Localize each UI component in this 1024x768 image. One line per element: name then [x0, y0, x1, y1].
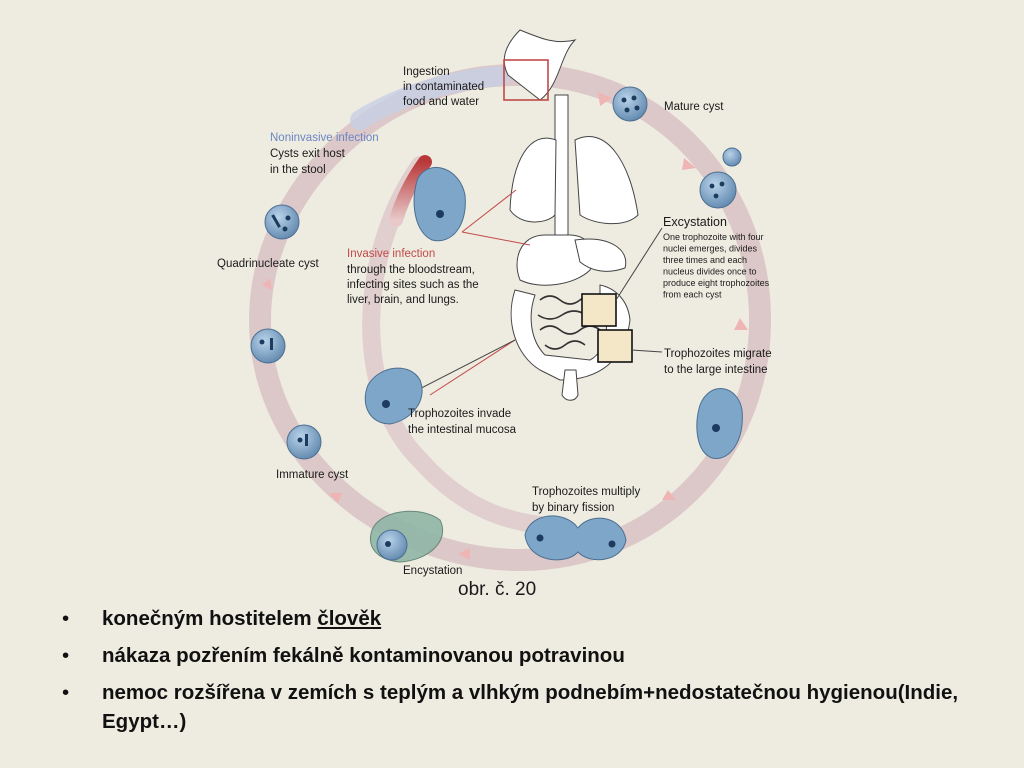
- figure-caption: obr. č. 20: [458, 579, 537, 600]
- ring-arrows: [262, 92, 748, 560]
- bullet-3-text: nemoc rozšířena v zemích s teplým a vlhk…: [102, 681, 959, 733]
- bullet-1-prefix: konečným hostitelem: [102, 607, 318, 630]
- arrow-marker: [262, 278, 272, 290]
- arrow-marker: [682, 158, 696, 170]
- immature-cyst-label: Immature cyst: [276, 469, 349, 481]
- quadrinucleate-cyst-label: Quadrinucleate cyst: [217, 258, 319, 270]
- cyst-icon: [250, 328, 286, 364]
- bullet-item: nemoc rozšířena v zemích s teplým a vlhk…: [60, 678, 1000, 736]
- bullet-2-text: nákaza pozřením fekálně kontaminovanou p…: [102, 644, 625, 667]
- encysting-trophozoite-icon: [370, 510, 443, 563]
- esophagus: [554, 94, 569, 241]
- invasive-body: through the bloodstream, infecting sites…: [347, 264, 482, 306]
- invasive-arc-highlight: [389, 155, 432, 227]
- excystation-body: One trophozoite with four nuclei emerges…: [663, 232, 772, 300]
- liver: [574, 238, 627, 272]
- arrow-marker: [458, 548, 470, 560]
- ingestion-label: Ingestion in contaminated food and water: [403, 66, 487, 108]
- immature-cyst-icon: [286, 424, 322, 460]
- arrow-marker: [598, 92, 612, 106]
- excystation-title: Excystation: [663, 215, 727, 229]
- left-lung: [509, 137, 557, 223]
- arrow-marker: [734, 318, 748, 330]
- mature-cyst-icon: [612, 86, 648, 122]
- noninvasive-arc-highlight: [350, 66, 510, 130]
- bullet-item: nákaza pozřením fekálně kontaminovanou p…: [60, 641, 1000, 670]
- bullet-list: konečným hostitelem člověk nákaza pozřen…: [60, 604, 1000, 744]
- quadrinucleate-cyst-icon: [264, 204, 300, 240]
- encystation-label: Encystation: [403, 565, 462, 577]
- excysting-cyst-icon: [699, 147, 742, 209]
- dividing-trophozoite-icon: [524, 515, 627, 561]
- excystation-highlight-box: [581, 293, 617, 327]
- arrow-marker: [328, 493, 342, 503]
- trophozoites-migrate-label: Trophozoites migrate to the large intest…: [664, 348, 775, 376]
- life-cycle-diagram: Ingestion in contaminated food and water…: [217, 29, 775, 577]
- right-lung: [574, 136, 639, 225]
- bullet-item: konečným hostitelem člověk: [60, 604, 1000, 633]
- infection-site-lines: [429, 189, 531, 396]
- trophozoite-large-intestine-icon: [696, 388, 743, 459]
- migrate-highlight-box: [597, 329, 633, 363]
- mature-cyst-label: Mature cyst: [664, 101, 724, 113]
- bullet-1-underlined: člověk: [317, 607, 382, 630]
- head-outline: [503, 29, 577, 101]
- rectum: [561, 369, 579, 401]
- arrow-marker: [662, 490, 676, 500]
- noninvasive-title: Noninvasive infection: [270, 132, 379, 144]
- invading-trophozoite-icon: [364, 367, 423, 425]
- inner-cycle-arc: [362, 156, 549, 534]
- invasive-title: Invasive infection: [347, 248, 435, 260]
- human-body-organs: [503, 29, 639, 401]
- ingestion-highlight-box: [503, 59, 549, 101]
- trophozoites-multiply-label: Trophozoites multiply by binary fission: [532, 486, 643, 514]
- noninvasive-body: Cysts exit host in the stool: [270, 148, 348, 176]
- invasive-trophozoite-icon: [413, 167, 466, 242]
- trophozoites-invade-label: Trophozoites invade the intestinal mucos…: [408, 408, 517, 436]
